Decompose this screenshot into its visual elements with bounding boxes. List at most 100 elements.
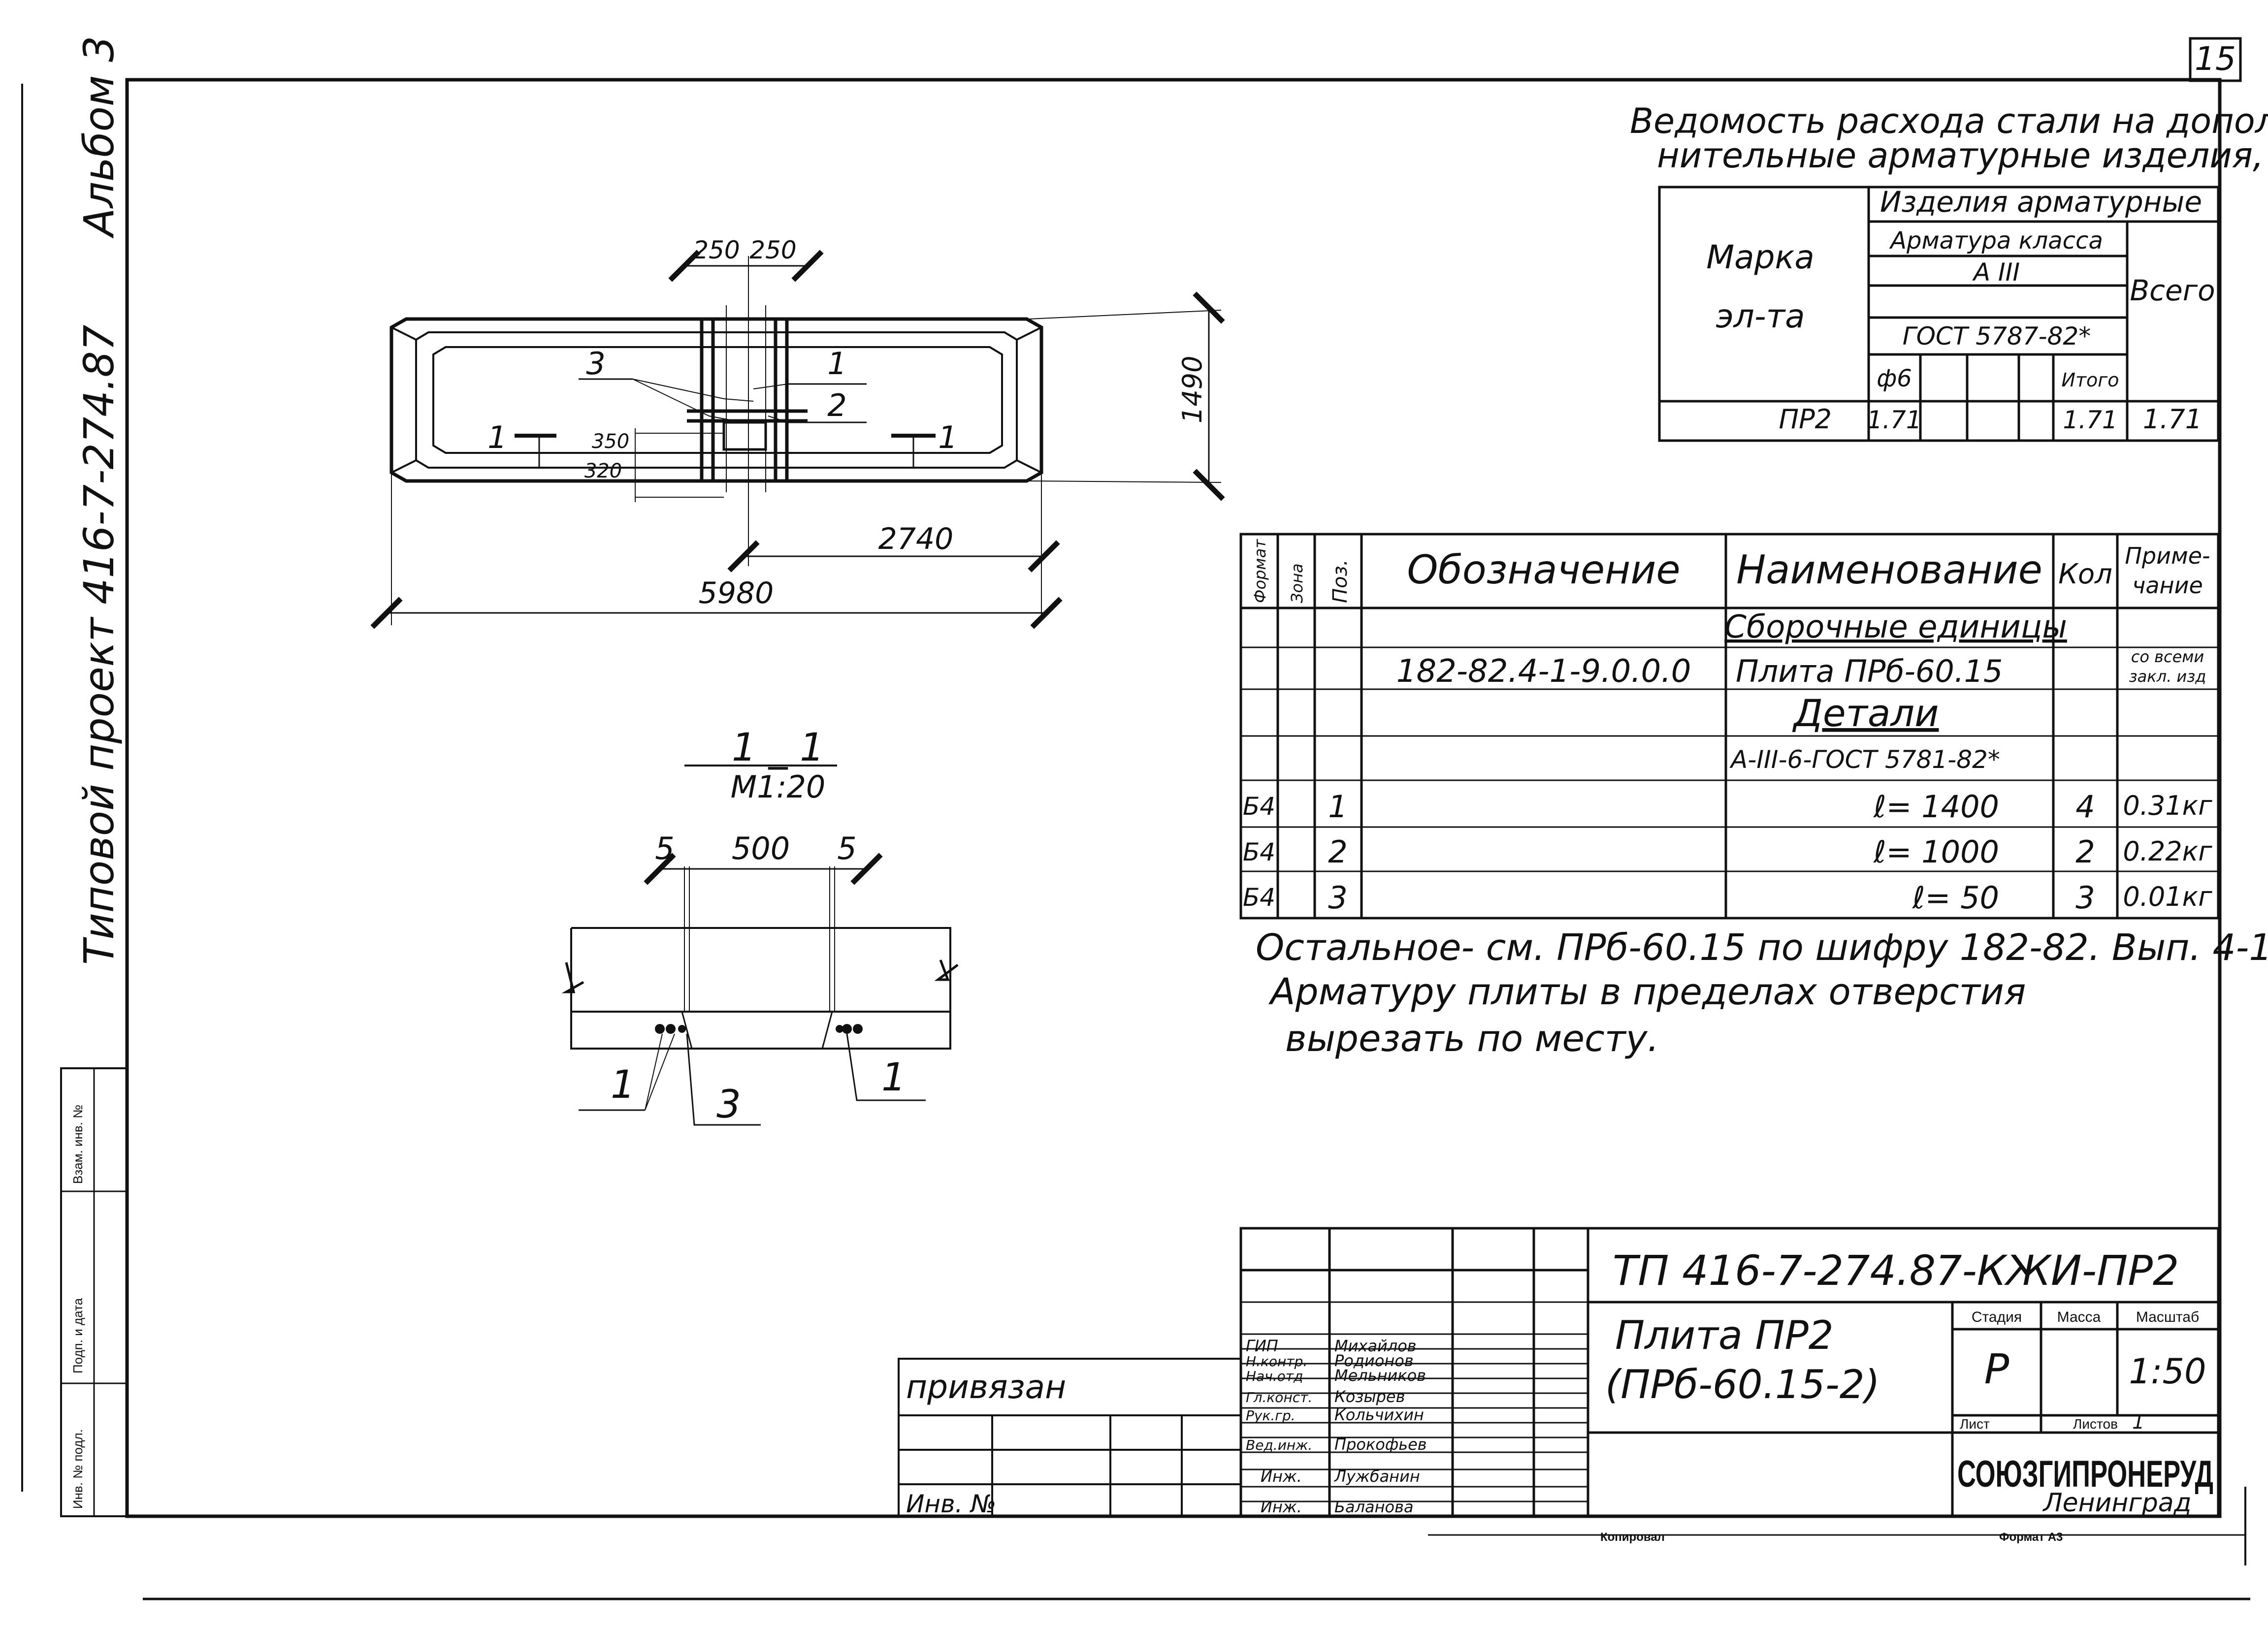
scale-value: 1:50 — [2129, 1351, 2206, 1392]
steel-h-items: Изделия арматурные — [1880, 185, 2202, 219]
spec-table: Формат Зона Поз. Обозначение Наименовани… — [1239, 533, 2220, 920]
doc-name-1: Плита ПР2 — [1615, 1312, 1834, 1358]
sig-role: Инж. — [1261, 1467, 1302, 1486]
dim-1490: 1490 — [1177, 356, 1208, 423]
steel-h-mark: Марка — [1706, 238, 1814, 276]
sig-name: Мельников — [1334, 1366, 1426, 1385]
steel-row-mark: ПР2 — [1779, 404, 1832, 435]
callout-2: 2 — [827, 387, 846, 423]
spec-row-name: ℓ= 50 — [1912, 880, 1999, 916]
spec-detail-spec: А-III-6-ГОСТ 5781-82* — [1729, 745, 2000, 774]
steel-h-phi: ф6 — [1877, 365, 1912, 392]
dim-2740: 2740 — [878, 522, 954, 556]
org-name: СОЮЗГИПРОНЕРУД — [1957, 1453, 2213, 1495]
spec-assembly-note-1: со всеми — [2131, 647, 2204, 666]
project-title: Типовой проект 416-7-274.87 — [75, 325, 123, 965]
spec-row-name: ℓ= 1000 — [1873, 834, 1999, 870]
section-title: 1 _ 1 — [732, 726, 824, 770]
spec-row-format: Б4 — [1243, 838, 1275, 866]
spec-section-details: Детали — [1792, 691, 1939, 735]
dim-500: 500 — [732, 830, 790, 866]
note-line-2: Арматуру плиты в пределах отверстия — [1268, 971, 2026, 1013]
sec-callout-3: 3 — [716, 1083, 741, 1127]
steel-title-1: Ведомость расхода стали на допол- — [1630, 101, 2268, 141]
slab-outline — [389, 317, 1043, 483]
org-city: Ленинград — [2042, 1488, 2191, 1518]
spec-h-name: Наименование — [1736, 547, 2042, 593]
sec-callout-1-right: 1 — [881, 1055, 906, 1100]
sig-role: Нач.отд — [1246, 1368, 1303, 1384]
sig-role: Рук.гр. — [1246, 1407, 1296, 1424]
steel-h-itogo: Итого — [2061, 369, 2119, 391]
spec-row-3: Б4 3 ℓ= 50 3 0.01кг — [1243, 880, 2212, 916]
spec-h-pos: Поз. — [1329, 559, 1352, 603]
dim-350: 350 — [592, 430, 629, 453]
steel-row-phi6: 1.71 — [1867, 406, 1921, 434]
stage-label: Стадия — [1972, 1309, 2022, 1325]
album-title: Альбом 3 — [75, 36, 123, 239]
sec-callout-1-left: 1 — [611, 1063, 635, 1107]
vzam-inv-cell: Взам. инв. № — [70, 1105, 85, 1184]
spec-section-assemblies: Сборочные единицы — [1724, 609, 2067, 645]
sig-name: Прокофьев — [1334, 1435, 1427, 1454]
sig-name: Козырев — [1334, 1387, 1405, 1406]
dim-5-left: 5 — [655, 830, 674, 866]
sheets-label: Листов — [2073, 1416, 2118, 1432]
sig-name: Лужбанин — [1334, 1467, 1420, 1486]
spec-row-qty: 3 — [2075, 880, 2095, 916]
section-mark-right: 1 — [938, 419, 957, 455]
section-scale: М1:20 — [731, 769, 826, 805]
sheet-number: 15 — [2195, 40, 2236, 78]
privyazan-inv: Инв. № — [906, 1490, 996, 1518]
dim-320: 320 — [584, 460, 622, 482]
plan-view: 250 250 1490 2740 5980 350 320 3 1 2 — [370, 236, 1225, 629]
spec-row-qty: 2 — [2075, 834, 2095, 870]
spec-row-note: 0.22кг — [2123, 836, 2212, 867]
spec-row-qty: 4 — [2075, 789, 2095, 825]
spec-h-zone: Зона — [1288, 563, 1306, 603]
steel-row-itogo: 1.71 — [2063, 406, 2117, 434]
spec-h-qty: Кол — [2058, 558, 2112, 590]
note-line-1: Остальное- см. ПРб-60.15 по шифру 182-82… — [1256, 926, 2268, 969]
spec-row-2: Б4 2 ℓ= 1000 2 0.22кг — [1243, 834, 2212, 870]
steel-h-mark2: эл-та — [1716, 297, 1805, 335]
steel-table: Ведомость расхода стали на допол- нитель… — [1630, 101, 2268, 442]
stage-value: Р — [1984, 1345, 2009, 1393]
spec-row-1: Б4 1 ℓ= 1400 4 0.31кг — [1243, 789, 2212, 825]
privyazan-label: привязан — [906, 1368, 1066, 1406]
note-line-3: вырезать по месту. — [1285, 1018, 1659, 1060]
callout-3: 3 — [586, 346, 605, 382]
spec-assembly-note-2: закл. изд — [2129, 667, 2206, 686]
steel-h-total: Всего — [2130, 274, 2215, 307]
section-view: 1 _ 1 М1:20 5 500 5 1 3 — [561, 726, 959, 1127]
footer-copied: Копировал — [1600, 1531, 1665, 1544]
spec-assembly-designation: 182-82.4-1-9.0.0.0 — [1396, 653, 1691, 690]
sheets-value: 1 — [2132, 1411, 2144, 1434]
spec-row-name: ℓ= 1400 — [1873, 789, 1999, 825]
opening-rebars — [687, 256, 808, 566]
spec-row-note: 0.31кг — [2123, 790, 2212, 821]
spec-row-pos: 3 — [1328, 880, 1347, 916]
footer: Копировал Формат А3 — [1600, 1531, 2063, 1544]
dim-5980: 5980 — [699, 576, 774, 610]
spec-h-format: Формат — [1251, 539, 1269, 603]
sig-role: Инж. — [1261, 1498, 1302, 1516]
notes: Остальное- см. ПРб-60.15 по шифру 182-82… — [1256, 926, 2268, 1060]
doc-name-2: (ПРб-60.15-2) — [1605, 1362, 1880, 1407]
podp-data-cell: Подп. и дата — [70, 1298, 85, 1373]
section-slab — [561, 866, 959, 1050]
steel-h-class: Арматура класса — [1889, 227, 2103, 255]
spec-h-designation: Обозначение — [1407, 547, 1680, 593]
sig-name: Баланова — [1334, 1498, 1414, 1516]
spec-row-format: Б4 — [1243, 883, 1275, 912]
doc-code: ТП 416-7-274.87-КЖИ-ПР2 — [1613, 1246, 2179, 1295]
steel-h-gost: ГОСТ 5787-82* — [1903, 322, 2091, 351]
inv-podl-cell: Инв. № подл. — [70, 1429, 85, 1509]
spec-h-note-1: Приме- — [2125, 543, 2210, 569]
spec-assembly-name: Плита ПРб-60.15 — [1736, 653, 2003, 689]
steel-title-2: нительные арматурные изделия, кг. — [1657, 135, 2268, 176]
sig-role: Гл.конст. — [1246, 1389, 1312, 1405]
spec-row-pos: 2 — [1328, 834, 1347, 870]
sheet-label: Лист — [1960, 1416, 1990, 1432]
callout-1: 1 — [827, 346, 846, 382]
